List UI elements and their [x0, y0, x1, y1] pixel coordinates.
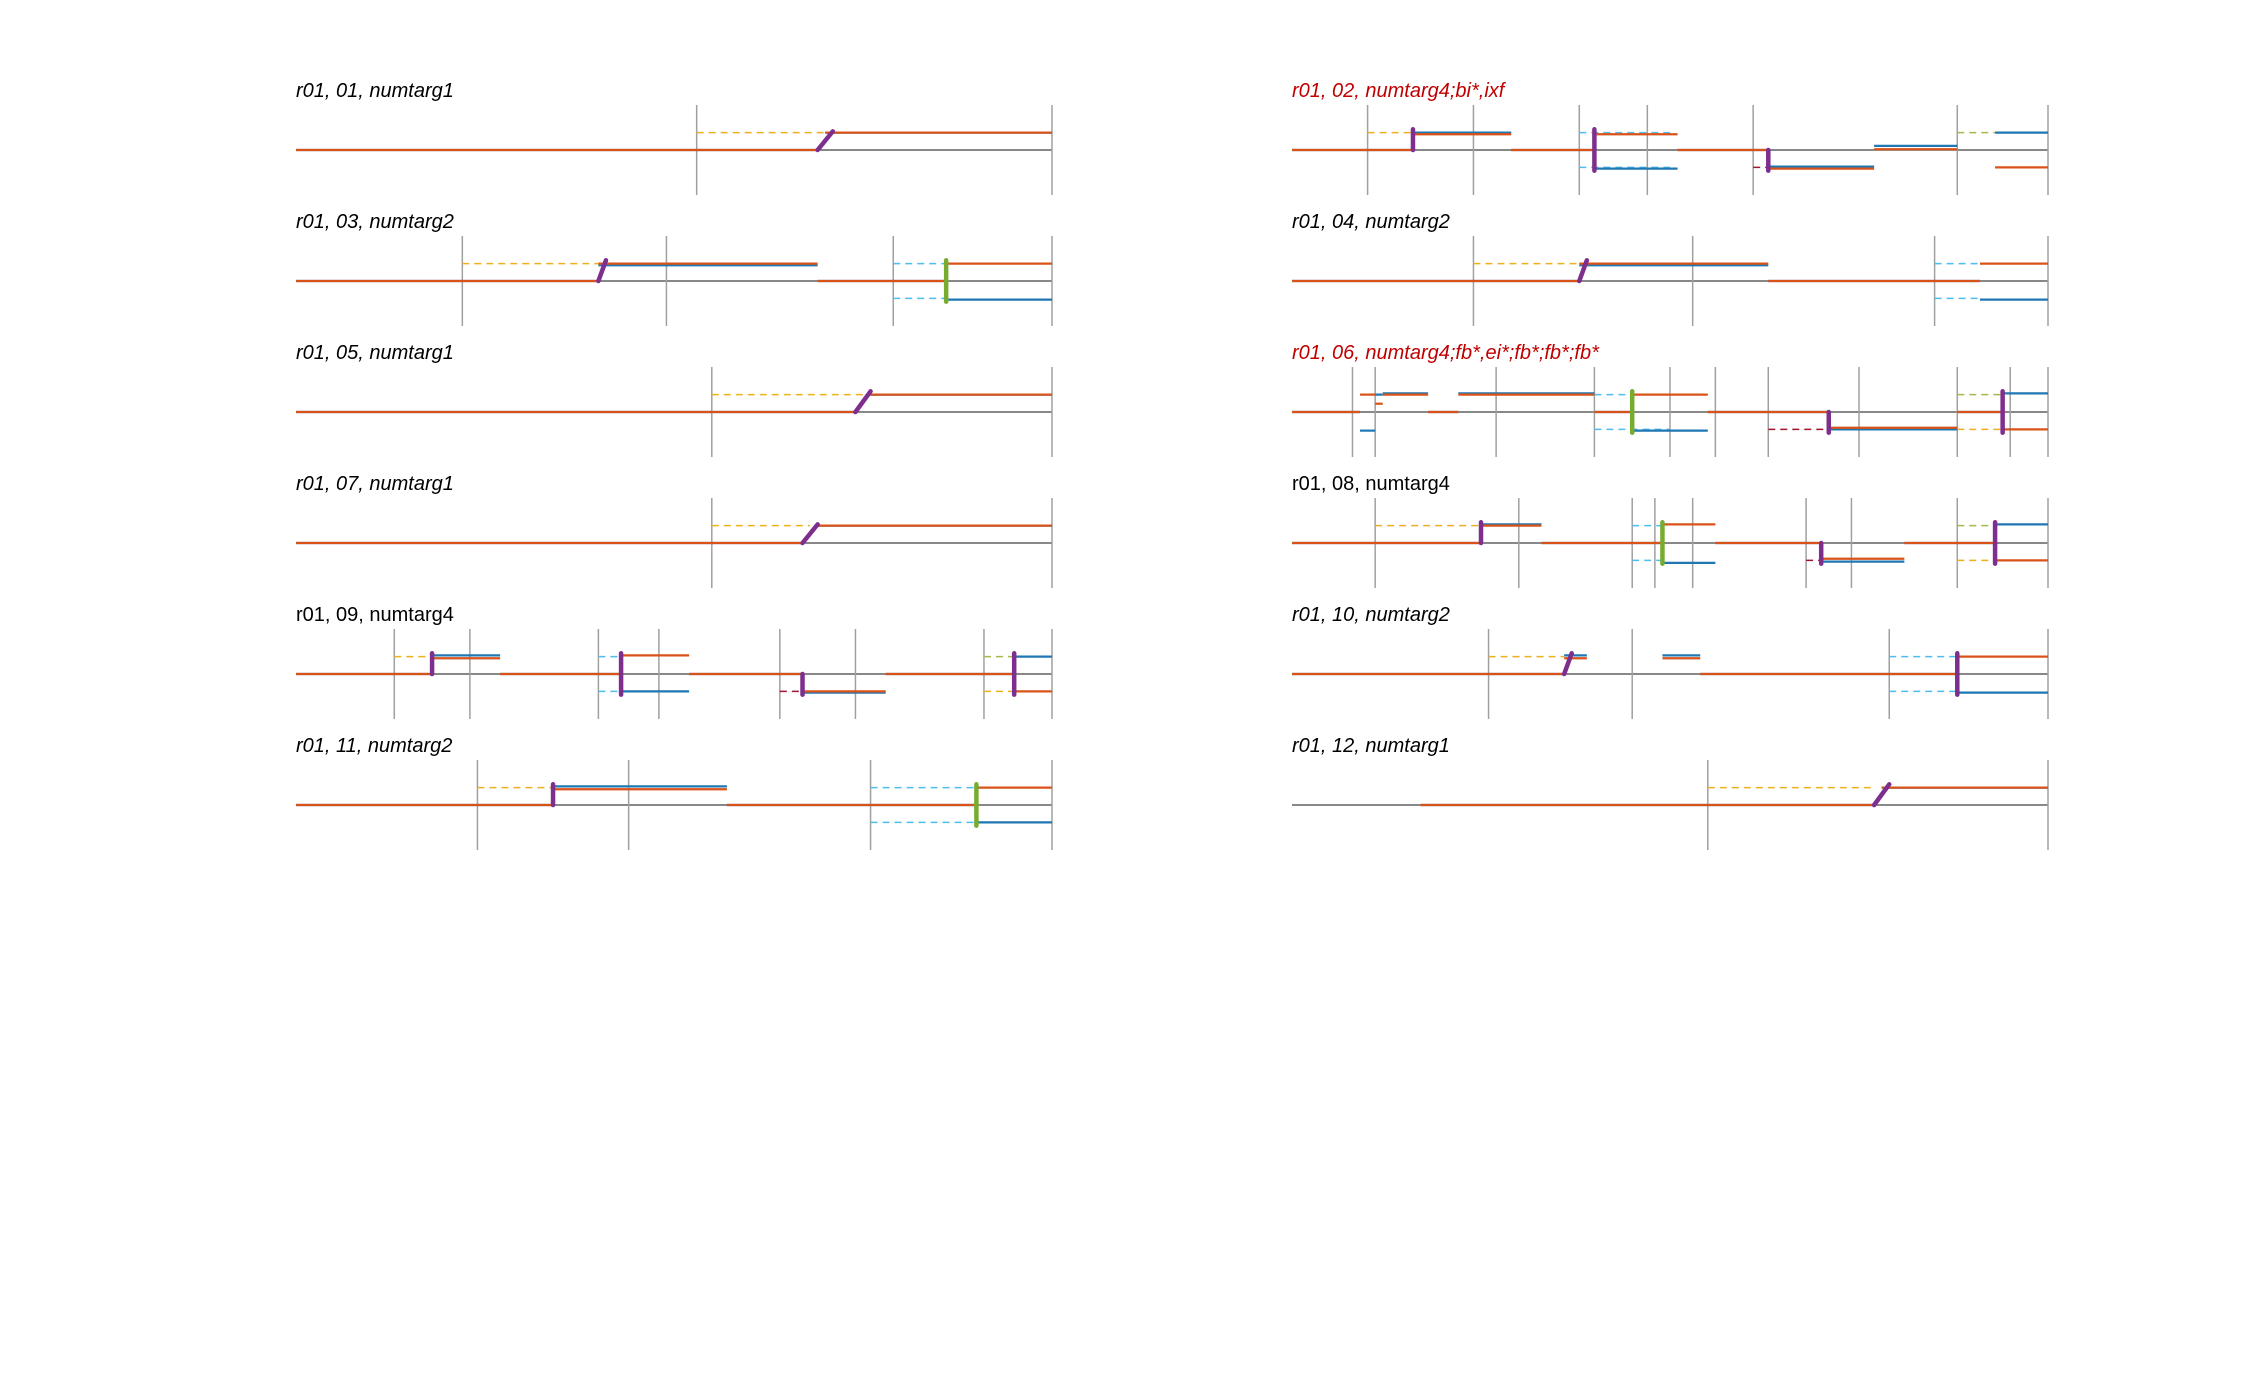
subplot-10: r01, 10, numtarg2: [1292, 604, 2049, 719]
subplot-title: r01, 08, numtarg4: [1292, 473, 1450, 495]
subplot-02: r01, 02, numtarg4;bi*,ixf: [1292, 80, 2049, 195]
subplot-09: r01, 09, numtarg4: [296, 604, 1053, 719]
subplot-title: r01, 04, numtarg2: [1292, 211, 1450, 233]
subplot-title: r01, 10, numtarg2: [1292, 604, 1450, 626]
subplot-title: r01, 11, numtarg2: [296, 735, 452, 757]
subplot-title: r01, 12, numtarg1: [1292, 735, 1450, 757]
subplot-title: r01, 06, numtarg4;fb*,ei*;fb*;fb*;fb*: [1292, 342, 1600, 364]
movement-marker-purple: [815, 129, 836, 153]
subplot-06: r01, 06, numtarg4;fb*,ei*;fb*;fb*;fb*: [1292, 342, 2049, 457]
movement-marker-purple: [596, 258, 609, 284]
subplot-03: r01, 03, numtarg2: [296, 211, 1053, 326]
subplot-title: r01, 02, numtarg4;bi*,ixf: [1292, 80, 1507, 102]
subplot-08: r01, 08, numtarg4: [1292, 473, 2049, 588]
movement-marker-purple: [1561, 651, 1574, 677]
subplot-11: r01, 11, numtarg2: [296, 735, 1053, 850]
movement-marker-purple: [1577, 258, 1590, 284]
movement-marker-purple: [800, 522, 820, 546]
subplot-12: r01, 12, numtarg1: [1292, 735, 2049, 850]
subplot-title: r01, 05, numtarg1: [296, 342, 454, 364]
subplot-04: r01, 04, numtarg2: [1292, 211, 2049, 326]
subplot-title: r01, 03, numtarg2: [296, 211, 454, 233]
subplot-05: r01, 05, numtarg1: [296, 342, 1053, 457]
movement-marker-purple: [1871, 782, 1892, 808]
subplot-title: r01, 07, numtarg1: [296, 473, 454, 495]
subplot-title: r01, 09, numtarg4: [296, 604, 454, 626]
movement-marker-purple: [853, 389, 873, 415]
subplot-07: r01, 07, numtarg1: [296, 473, 1053, 588]
subplot-title: r01, 01, numtarg1: [296, 80, 454, 102]
subplot-01: r01, 01, numtarg1: [296, 80, 1053, 195]
